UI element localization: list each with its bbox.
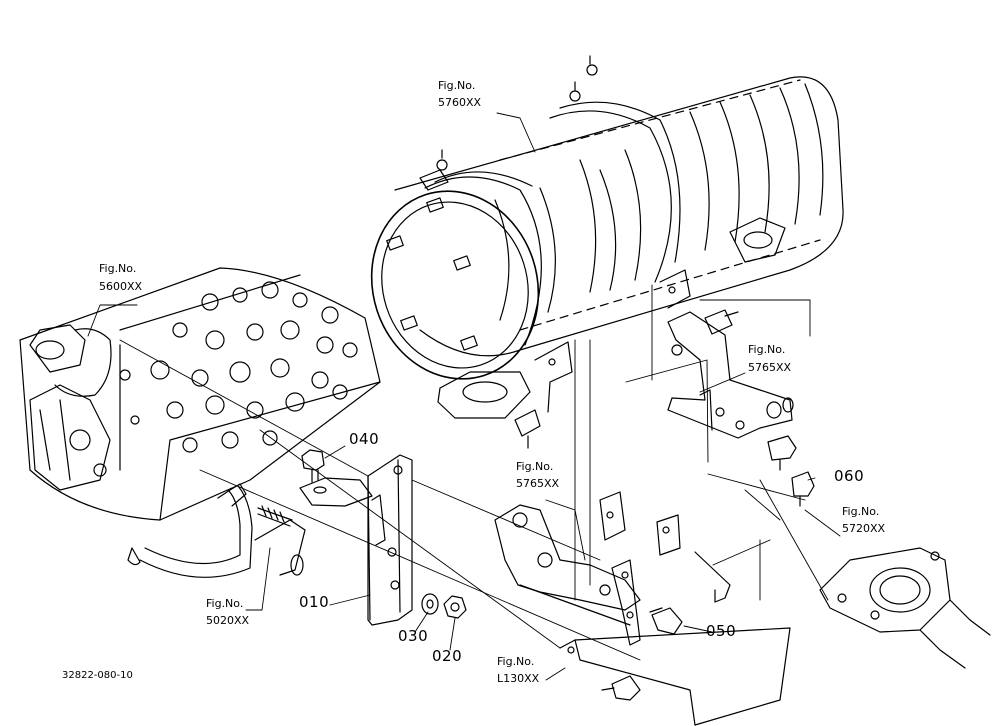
part-number-040: 040 bbox=[349, 430, 380, 448]
bracket-010 bbox=[300, 455, 412, 625]
fig-ref-5765-right-code: 5765XX bbox=[748, 361, 792, 374]
fig-ref-5020-label: Fig.No. bbox=[206, 597, 244, 610]
fig-ref-5720-code: 5720XX bbox=[842, 522, 886, 535]
fig-ref-5760-code: 5760XX bbox=[438, 96, 482, 109]
washer-030 bbox=[422, 594, 438, 614]
fig-ref-5720-label: Fig.No. bbox=[842, 505, 880, 518]
drawing-code: 32822-080-10 bbox=[62, 670, 133, 681]
leader-lines bbox=[88, 113, 840, 680]
fig-ref-5760-label: Fig.No. bbox=[438, 79, 476, 92]
part-number-010: 010 bbox=[299, 593, 330, 611]
fig-ref-l130-code: L130XX bbox=[497, 672, 540, 685]
fig-ref-l130-label: Fig.No. bbox=[497, 655, 535, 668]
support-bracket-5765-right bbox=[668, 310, 796, 470]
muffler-assembly bbox=[348, 56, 843, 448]
part-number-060: 060 bbox=[834, 467, 865, 485]
fig-ref-5765-center-code: 5765XX bbox=[516, 477, 560, 490]
bolt-060 bbox=[792, 472, 814, 506]
fig-ref-5600-label: Fig.No. bbox=[99, 262, 137, 275]
part-number-020: 020 bbox=[432, 647, 463, 665]
part-number-050: 050 bbox=[706, 622, 737, 640]
exhaust-flange-5720 bbox=[820, 548, 990, 668]
frame-plate-l130 bbox=[560, 628, 790, 725]
fig-ref-5765-right-label: Fig.No. bbox=[748, 343, 786, 356]
bolt-040 bbox=[302, 450, 324, 482]
hose-pipe-assembly bbox=[128, 484, 305, 577]
support-bracket-5765 bbox=[495, 492, 730, 645]
bolt-050 bbox=[650, 608, 682, 634]
engine-cylinder-head bbox=[20, 268, 380, 520]
nut-020 bbox=[444, 596, 466, 618]
part-number-030: 030 bbox=[398, 627, 429, 645]
fig-ref-5765-center-label: Fig.No. bbox=[516, 460, 554, 473]
fig-ref-5020-code: 5020XX bbox=[206, 614, 250, 627]
fig-ref-5600-code: 5600XX bbox=[99, 280, 143, 293]
